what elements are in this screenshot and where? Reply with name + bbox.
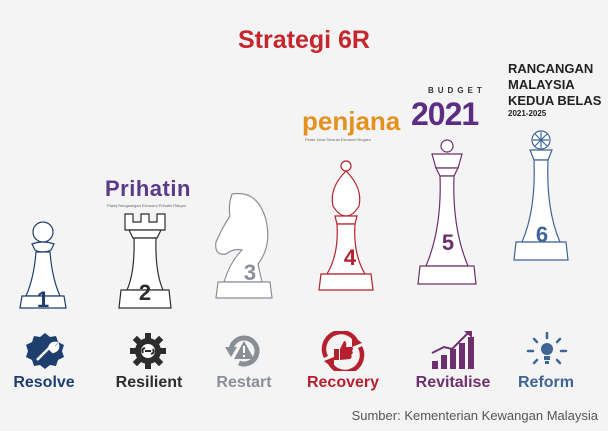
- rook-piece-2: [118, 213, 172, 309]
- restart-warning-icon: [225, 335, 260, 367]
- source-note: Sumber: Kementerian Kewangan Malaysia: [351, 408, 598, 423]
- label-resilient: Resilient: [115, 374, 183, 391]
- piece-number-3: 3: [243, 260, 257, 285]
- wrench-badge-icon: [26, 333, 64, 369]
- rmk-line2: MALAYSIA: [508, 77, 575, 92]
- piece-number-2: 2: [138, 280, 152, 305]
- penjana-tagline: Pelan Jana Semula Ekonomi Negara: [305, 137, 371, 142]
- label-reform: Reform: [517, 374, 574, 391]
- prihatin-logo: Prihatin: [105, 176, 191, 201]
- prihatin-tagline: Pakej Rangsangan Ekonomi Prihatin Rakyat: [107, 203, 186, 208]
- knight-piece-3: [215, 192, 273, 299]
- rmk-line1: RANCANGAN: [508, 61, 594, 76]
- recovery-thumbs-up-icon: [321, 331, 365, 371]
- page-title: Strategi 6R: [238, 26, 370, 54]
- revitalise-growth-chart-icon: [431, 331, 474, 369]
- label-resolve: Resolve: [13, 374, 75, 391]
- budget-word: BUDGET: [428, 86, 486, 95]
- pawn-piece-1: [19, 221, 67, 309]
- penjana-logo: penjana: [302, 106, 401, 136]
- piece-number-6: 6: [535, 222, 549, 247]
- reform-lightbulb-icon: [526, 331, 568, 365]
- rmk-years: 2021-2025: [508, 109, 547, 118]
- gear-link-icon: [130, 333, 166, 369]
- label-recovery: Recovery: [306, 374, 380, 391]
- label-restart: Restart: [216, 374, 272, 391]
- king-piece-6: [513, 130, 569, 261]
- piece-number-1: 1: [36, 287, 50, 312]
- rmk-line3: KEDUA BELAS: [508, 93, 602, 108]
- piece-number-4: 4: [343, 245, 357, 270]
- rmk12-logo: RANCANGAN MALAYSIA KEDUA BELAS 2021-2025: [508, 61, 601, 119]
- piece-number-5: 5: [441, 230, 455, 255]
- queen-piece-5: [417, 139, 477, 285]
- bishop-piece-4: [318, 160, 374, 291]
- budget-year-logo: 2021: [411, 96, 479, 132]
- label-revitalise: Revitalise: [415, 374, 491, 391]
